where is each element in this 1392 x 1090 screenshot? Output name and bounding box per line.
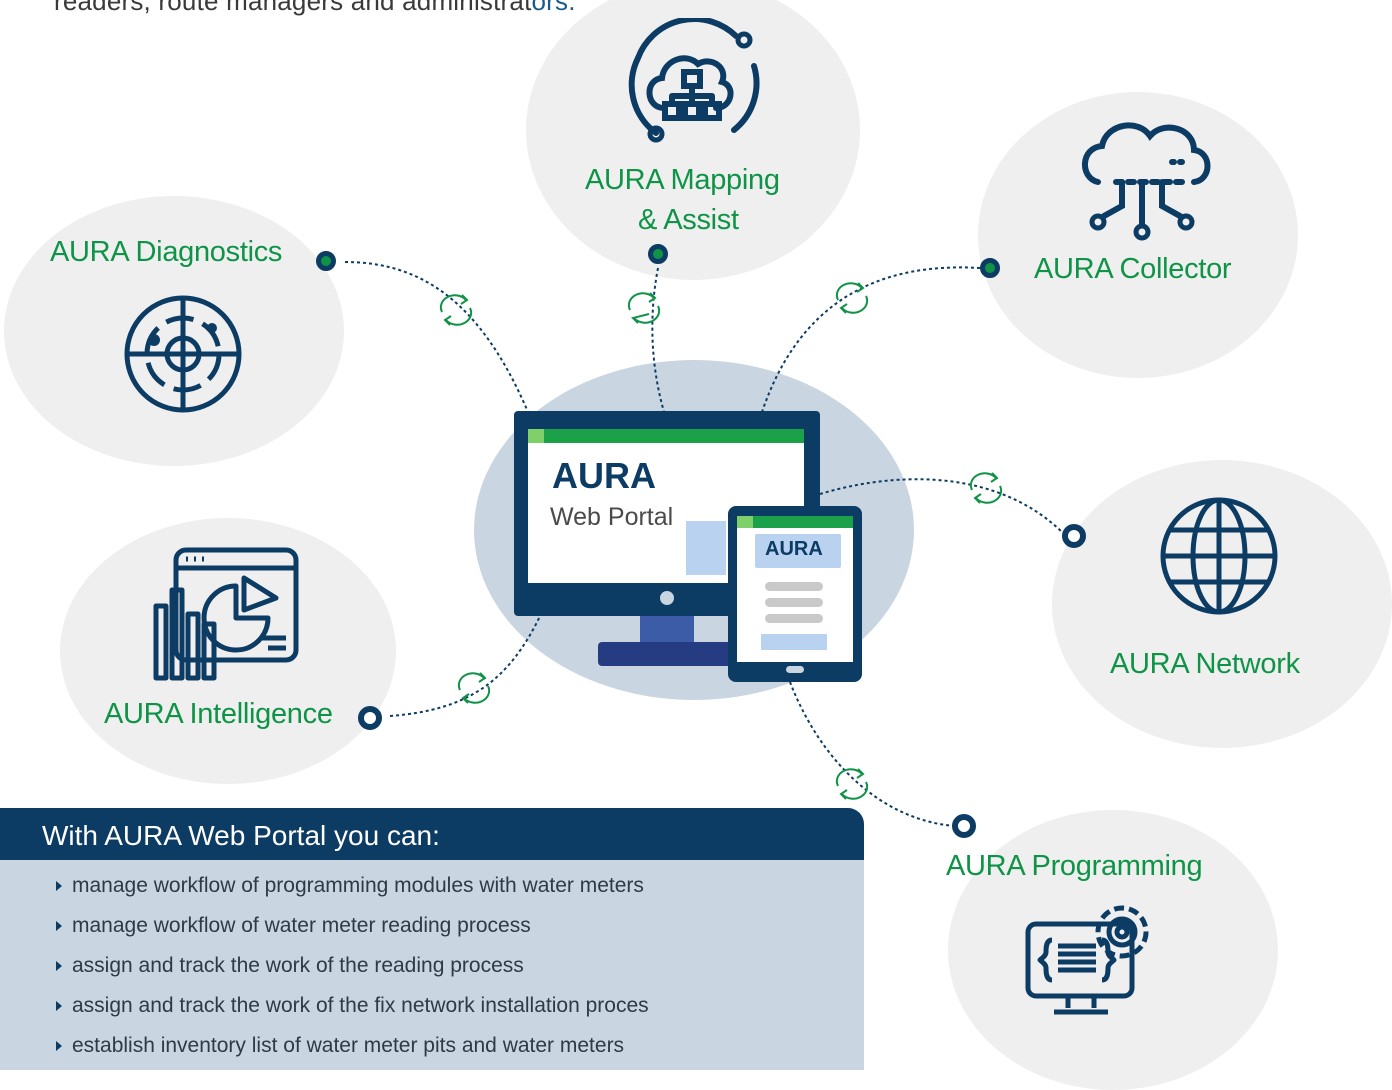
tablet-home-button: [786, 666, 804, 673]
diagnostics-node-dot: [316, 251, 336, 271]
list-item: manage workflow of programming modules w…: [56, 874, 649, 914]
bullet-arrow-icon: [56, 881, 62, 891]
tablet-top-bar: [737, 516, 853, 528]
cloud-network-icon: [1082, 122, 1211, 241]
network-bubble: [1052, 460, 1392, 748]
collector-label: AURA Collector: [1034, 253, 1232, 285]
diagnostics-bubble: [4, 196, 344, 466]
intro-text: readers, route managers and administrato…: [54, 0, 576, 17]
screen-placeholder-block: [686, 521, 726, 575]
mapping-label-line2: & Assist: [638, 204, 739, 236]
link-diagnostics: [344, 261, 529, 413]
link-programming: [789, 681, 956, 827]
connection-lines: [344, 261, 1065, 827]
bullet-arrow-icon: [56, 961, 62, 971]
monitor-stand: [640, 616, 694, 642]
globe-icon: [1160, 497, 1278, 615]
programming-label: AURA Programming: [946, 850, 1203, 882]
link-mapping: [651, 267, 665, 413]
programming-node-dot: [952, 814, 976, 838]
radar-icon: [124, 295, 242, 413]
list-item: assign and track the work of the fix net…: [56, 994, 649, 1034]
network-label: AURA Network: [1110, 648, 1300, 680]
features-list: manage workflow of programming modules w…: [56, 874, 649, 1074]
sync-icon: [969, 472, 1003, 504]
programming-bubble: [948, 810, 1278, 1090]
portal-subtitle: Web Portal: [550, 503, 674, 531]
bullet-arrow-icon: [56, 1001, 62, 1011]
sync-icon: [835, 768, 869, 800]
screen-top-bar: [528, 429, 804, 443]
tablet-brand-box: AURA: [755, 534, 841, 568]
features-panel: With AURA Web Portal you can: manage wor…: [0, 808, 864, 1070]
intelligence-node-dot: [358, 706, 382, 730]
bullet-arrow-icon: [56, 1041, 62, 1051]
tablet-text-line: [765, 598, 823, 607]
tablet-text-line: [765, 582, 823, 591]
features-body: manage workflow of programming modules w…: [0, 860, 864, 1070]
code-settings-icon: [1025, 905, 1149, 1015]
tablet-button-placeholder: [761, 634, 827, 650]
cloud-sitemap-icon: [628, 18, 760, 143]
tablet-screen: AURA: [737, 516, 853, 662]
network-node-dot: [1062, 524, 1086, 548]
list-item: assign and track the work of the reading…: [56, 954, 649, 994]
bullet-arrow-icon: [56, 921, 62, 931]
diagnostics-label: AURA Diagnostics: [50, 236, 283, 268]
intro-tail: ors.: [531, 0, 576, 16]
link-collector: [761, 266, 981, 413]
sync-icon: [439, 294, 473, 326]
sync-icon: [627, 292, 661, 324]
portal-brand: AURA: [552, 455, 656, 496]
tablet-brand: AURA: [765, 538, 823, 560]
mapping-node-dot: [648, 244, 668, 264]
mapping-bubble: [526, 0, 860, 280]
mapping-label-line1: AURA Mapping: [585, 164, 780, 196]
monitor-power-led: [660, 591, 674, 605]
collector-node-dot: [980, 258, 1000, 278]
intelligence-label: AURA Intelligence: [104, 698, 333, 730]
monitor-base: [598, 642, 738, 666]
intro-main: readers, route managers and administrat: [54, 0, 532, 16]
list-item: manage workflow of water meter reading p…: [56, 914, 649, 954]
sync-icon: [457, 672, 491, 704]
link-intelligence: [389, 611, 543, 717]
tablet-device: AURA: [728, 506, 862, 682]
analytics-dashboard-icon: [153, 547, 299, 681]
sync-icon: [835, 282, 869, 314]
tablet-text-line: [765, 614, 823, 623]
list-item: establish inventory list of water meter …: [56, 1034, 649, 1074]
link-network: [819, 478, 1065, 535]
features-title: With AURA Web Portal you can:: [0, 808, 864, 860]
